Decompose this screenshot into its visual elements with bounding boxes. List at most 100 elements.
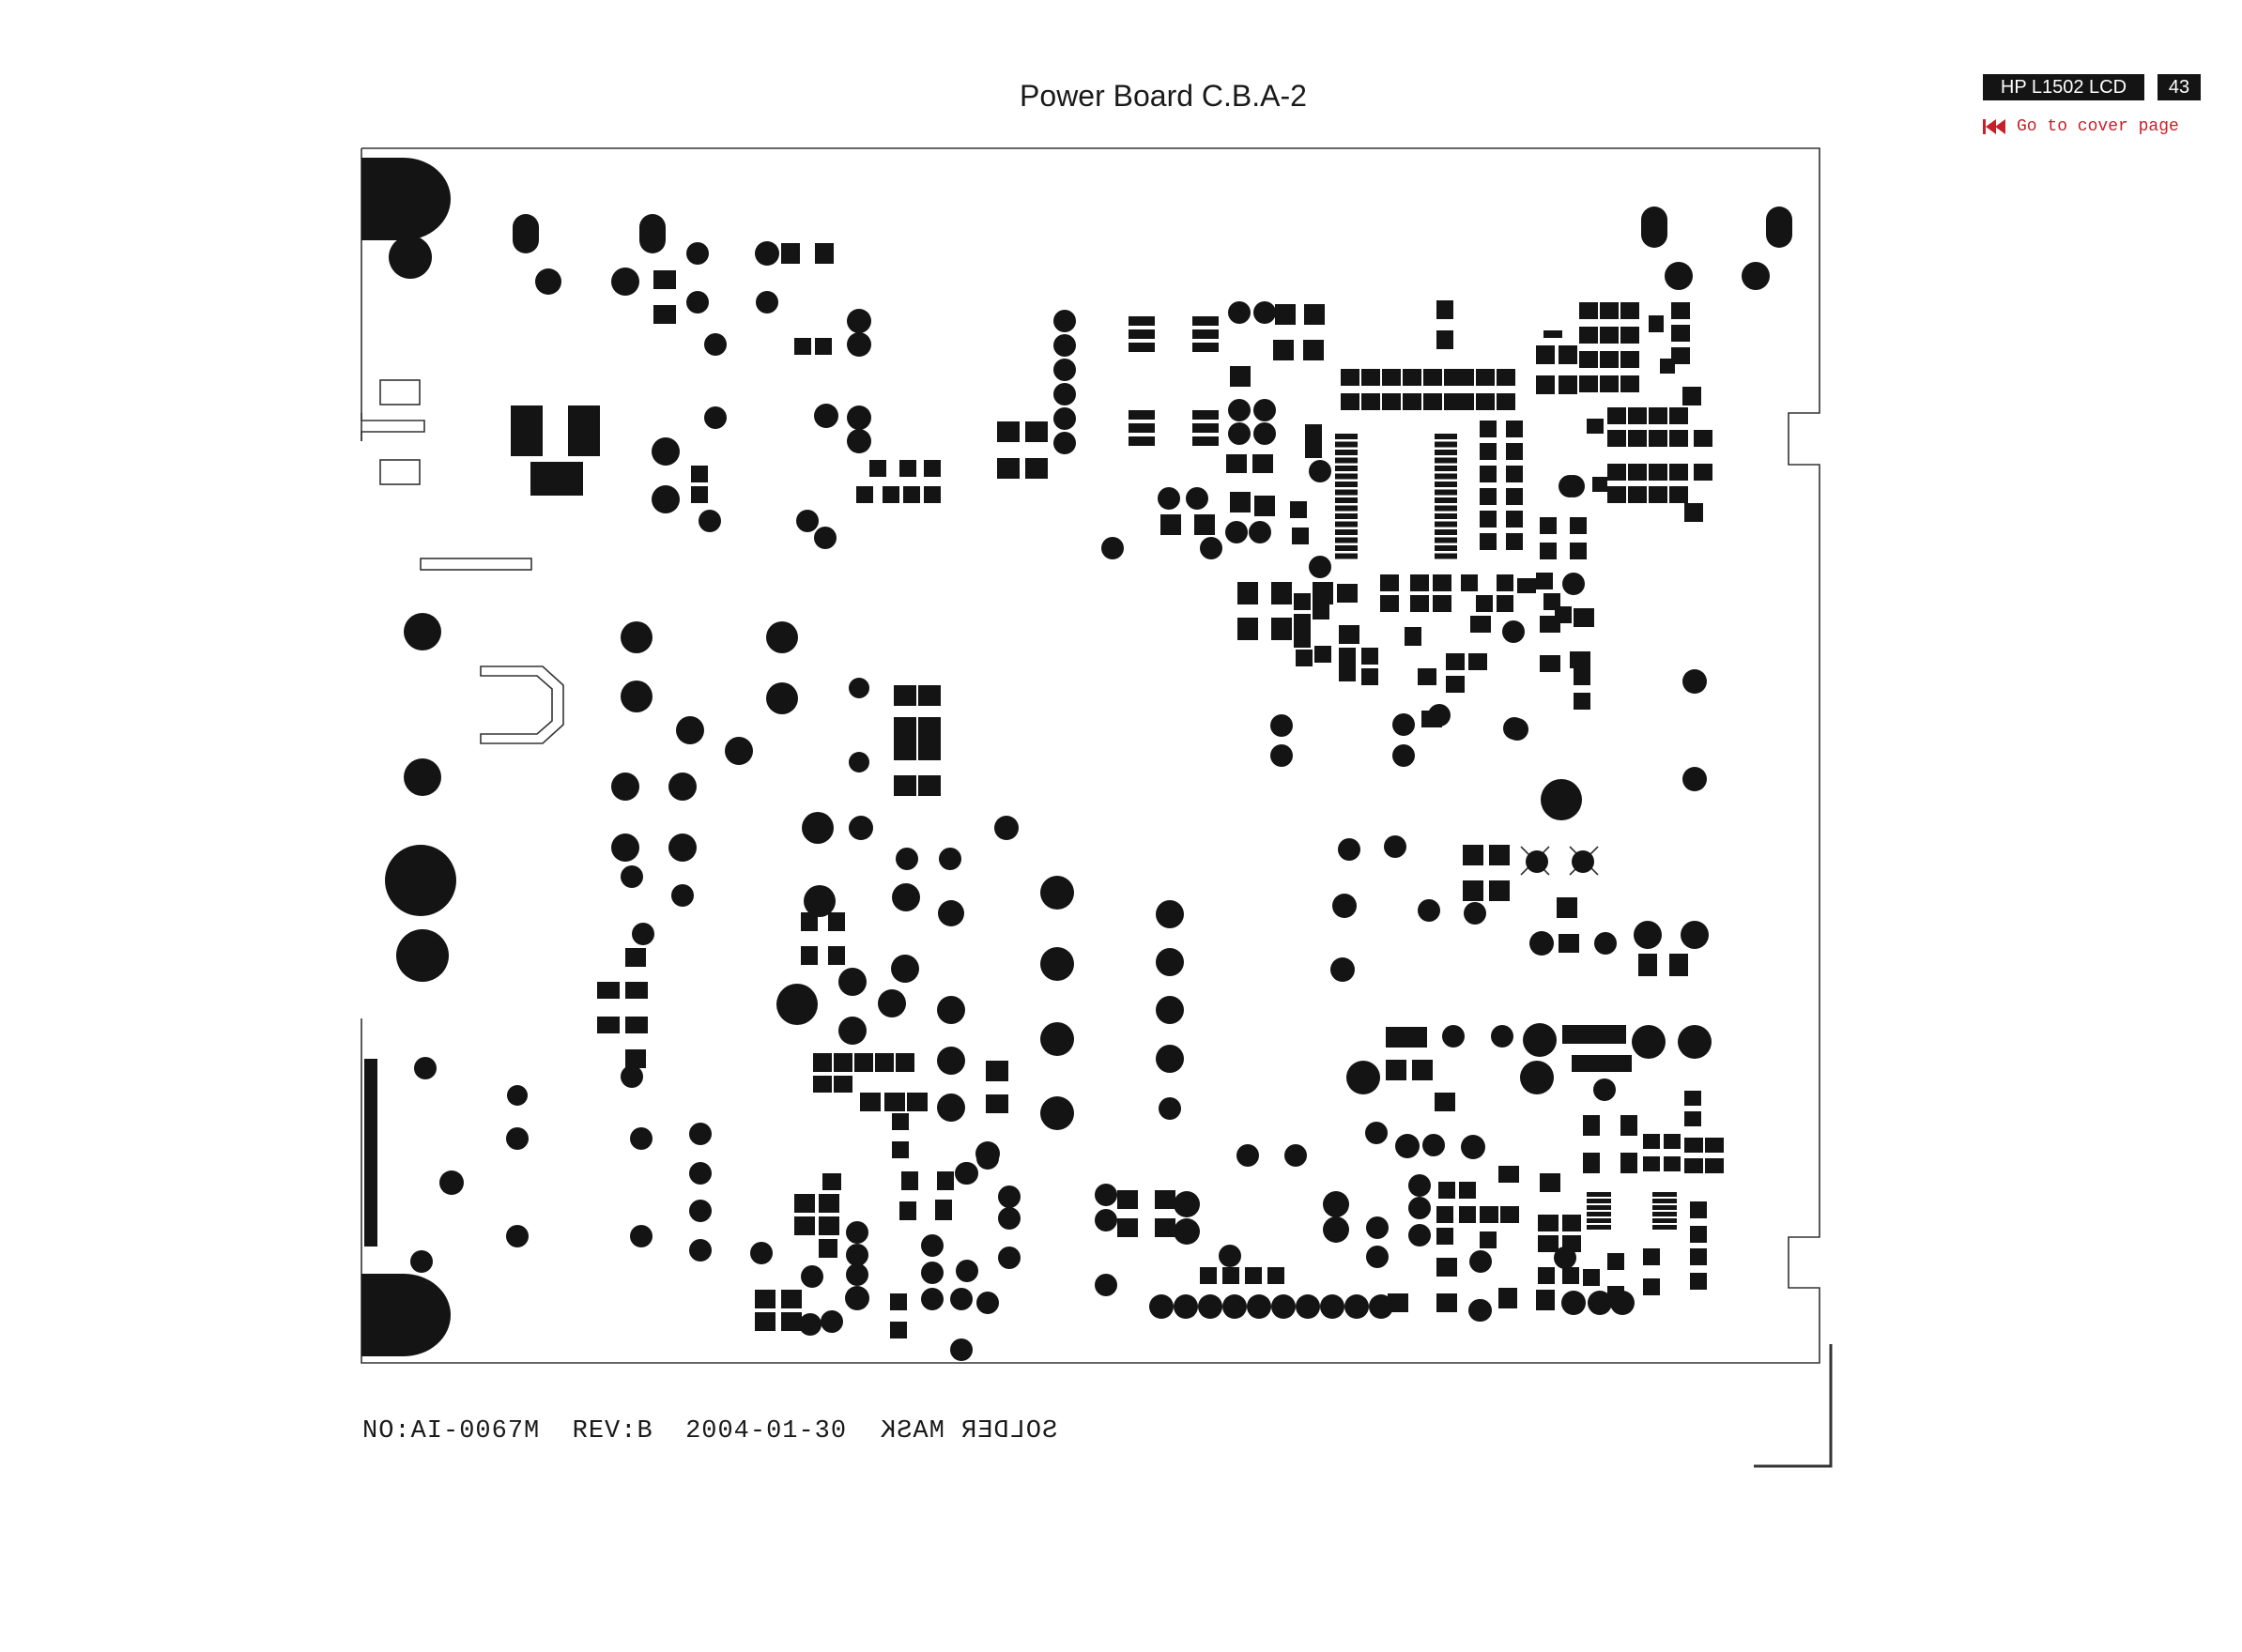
pad-round — [878, 989, 906, 1017]
pad-smd — [1271, 618, 1292, 640]
pad-smd — [1559, 345, 1577, 364]
pad-smd — [1436, 1293, 1457, 1312]
pad-smd — [1664, 1134, 1681, 1149]
pad-smd — [1386, 1027, 1406, 1048]
pad-smd — [875, 1053, 894, 1072]
pad-smd — [1155, 1190, 1175, 1209]
pad-smd — [1638, 954, 1657, 976]
pad-smd — [1155, 1218, 1175, 1237]
pad-round — [1491, 1025, 1513, 1048]
pad-round — [1332, 894, 1357, 918]
pad-round — [1053, 359, 1076, 381]
pad-round — [1174, 1191, 1200, 1217]
pad-round — [766, 621, 798, 653]
pad-round — [938, 900, 964, 926]
pad-smd — [1459, 1206, 1476, 1223]
pad-round — [847, 332, 871, 357]
pad-round — [704, 406, 727, 429]
pad-smd — [1536, 573, 1553, 589]
pad-round — [689, 1239, 712, 1262]
pad-smd — [1498, 1166, 1519, 1183]
pad-smd — [1339, 625, 1359, 644]
pad-round — [1053, 334, 1076, 357]
pad-round — [956, 1260, 978, 1282]
footer-legend: NO:AI-0067M REV:B 2004-01-30 SOLDER MASK — [362, 1417, 1057, 1446]
pad-smd — [1583, 1153, 1600, 1173]
pad-oval — [1766, 206, 1792, 248]
pad-round — [849, 678, 869, 698]
pad-round — [621, 621, 653, 653]
pad-smd — [1489, 845, 1510, 865]
pad-smd — [1600, 375, 1619, 392]
pad-round — [998, 1247, 1021, 1269]
pad-smd — [1382, 393, 1401, 410]
pad-smd — [903, 486, 920, 503]
pad-round — [1365, 1122, 1388, 1144]
pad-round — [1228, 399, 1251, 421]
pad-smd — [1497, 369, 1515, 386]
pad-smd — [1313, 603, 1329, 620]
pad-smd — [1480, 1206, 1498, 1223]
pad-smd — [890, 1322, 907, 1338]
pad-smd — [997, 421, 1020, 442]
pad-smd — [1649, 486, 1667, 503]
pad-smd — [1335, 506, 1358, 512]
pad-smd — [1435, 529, 1457, 535]
pad-smd — [1628, 464, 1647, 481]
pad-smd — [822, 1173, 841, 1190]
pad-round — [1520, 1061, 1554, 1094]
pad-smd — [1438, 1182, 1455, 1199]
pad-smd — [1607, 1253, 1624, 1270]
pad-smd — [1643, 1278, 1660, 1295]
pad-smd — [1339, 648, 1356, 665]
pad-round — [1506, 718, 1528, 741]
pad-round — [1323, 1216, 1349, 1243]
pad-round — [1296, 1294, 1320, 1319]
pad-smd — [1192, 329, 1219, 339]
pad-smd — [1129, 436, 1155, 446]
pad-smd — [1587, 1199, 1611, 1203]
pad-smd — [1341, 393, 1359, 410]
pad-smd — [1304, 304, 1325, 325]
pad-smd — [918, 685, 941, 706]
pad-oval — [639, 214, 666, 253]
pad-smd — [869, 460, 886, 477]
pad-round — [950, 1288, 973, 1310]
pad-smd — [828, 946, 845, 965]
pad-smd — [1607, 464, 1626, 481]
pad-smd — [1559, 375, 1577, 394]
pad-smd — [1435, 506, 1457, 512]
solder-mask-label: SOLDER MASK — [880, 1417, 1057, 1446]
pad-smd — [755, 1290, 775, 1308]
pad-smd — [1540, 1173, 1560, 1192]
pad-smd — [1587, 1225, 1611, 1230]
pad-smd — [1506, 443, 1523, 460]
pad-round — [845, 1286, 869, 1310]
pad-smd — [625, 982, 648, 999]
pad-round — [414, 1057, 437, 1079]
pad-smd — [1335, 554, 1358, 559]
pad-round — [621, 865, 643, 888]
pad-round — [506, 1225, 529, 1247]
pad-smd — [1694, 464, 1712, 481]
pad-smd — [1543, 330, 1562, 338]
pad-smd — [1380, 574, 1399, 591]
pad-smd — [1337, 584, 1358, 603]
pad-smd — [1557, 897, 1577, 918]
pad-round — [1228, 301, 1251, 324]
pad-smd — [1290, 501, 1307, 518]
pad-smd — [899, 1201, 916, 1220]
pad-smd — [1292, 528, 1309, 544]
pad-smd — [813, 1053, 832, 1072]
pad-round — [1408, 1197, 1431, 1219]
pad-smd — [1192, 410, 1219, 420]
pad-round — [1562, 475, 1585, 497]
pad-smd — [854, 1053, 873, 1072]
pad-round — [1095, 1184, 1117, 1206]
pad-smd — [1194, 514, 1215, 535]
pad-smd — [1540, 616, 1560, 633]
pad-smd — [1620, 1153, 1637, 1173]
pad-smd — [1643, 1134, 1660, 1149]
pad-round — [1395, 1134, 1420, 1158]
pad-round — [799, 1313, 822, 1336]
